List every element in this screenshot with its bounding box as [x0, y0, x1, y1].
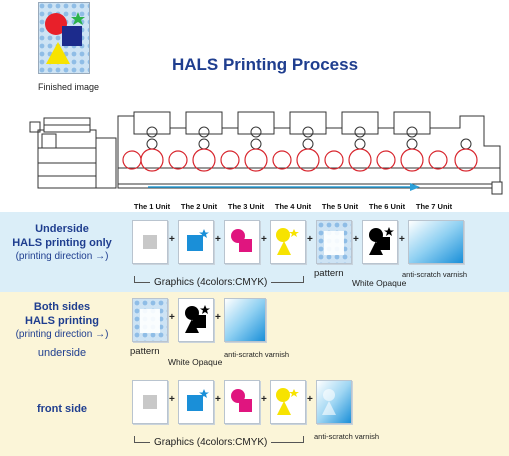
row1-white-label: White Opaque: [352, 278, 407, 288]
card-black: [362, 220, 398, 264]
row3-graphics-label: Graphics (4colors:CMYK): [150, 437, 272, 448]
unit-label-7: The 7 Unit: [415, 202, 453, 211]
plus-icon: +: [399, 234, 405, 245]
row1-label: Underside HALS printing only (printing d…: [0, 222, 124, 264]
unit-label-2: The 2 Unit: [180, 202, 218, 211]
unit-label-3: The 3 Unit: [227, 202, 265, 211]
row1-varnish-label: anti-scratch varnish: [402, 270, 468, 279]
card-black: [178, 298, 214, 342]
card-pattern: [132, 298, 168, 342]
card-pattern: [316, 220, 352, 264]
card-magenta: [224, 380, 260, 424]
row1-graphics-label: Graphics (4colors:CMYK): [150, 277, 272, 288]
unit-label-4: The 4 Unit: [274, 202, 312, 211]
row2-label-line1: Both sides: [33, 301, 91, 313]
printing-press-diagram: [0, 108, 509, 200]
card-yellow: [270, 380, 306, 424]
row2-white-label: White Opaque: [168, 357, 223, 367]
page-title: HALS Printing Process: [171, 55, 359, 74]
card-varnish-graphic: [316, 380, 352, 424]
plus-icon: +: [169, 394, 175, 405]
unit-label-6: The 6 Unit: [368, 202, 406, 211]
row2-label-line2: HALS printing: [25, 315, 99, 327]
plus-icon: +: [215, 312, 221, 323]
row2-label-line4: underside: [37, 347, 87, 359]
plus-icon: +: [169, 234, 175, 245]
card-magenta: [224, 220, 260, 264]
card-cyan: [178, 380, 214, 424]
row1-label-line2: HALS printing only: [12, 237, 112, 249]
card-cyan: [178, 220, 214, 264]
card-gray-square: [132, 220, 168, 264]
card-yellow: [270, 220, 306, 264]
row2-label: Both sides HALS printing (printing direc…: [0, 300, 124, 360]
row3-varnish-label: anti-scratch varnish: [314, 432, 380, 441]
plus-icon: +: [353, 234, 359, 245]
row3-label: front side: [36, 403, 88, 415]
unit-label-1: The 1 Unit: [133, 202, 171, 211]
plus-icon: +: [307, 234, 313, 245]
unit-label-5: The 5 Unit: [321, 202, 359, 211]
plus-icon: +: [261, 234, 267, 245]
card-varnish: [408, 220, 464, 264]
row2-label-line3: (printing direction →): [15, 329, 109, 340]
row2-varnish-label: anti-scratch varnish: [224, 350, 290, 359]
row1-pattern-label: pattern: [314, 268, 344, 279]
plus-icon: +: [215, 394, 221, 405]
plus-icon: +: [307, 394, 313, 405]
row1-label-line1: Underside: [35, 223, 89, 235]
plus-icon: +: [169, 312, 175, 323]
row1-label-line3: (printing direction →): [15, 251, 109, 262]
card-gray-square: [132, 380, 168, 424]
plus-icon: +: [215, 234, 221, 245]
row2-pattern-label: pattern: [130, 346, 160, 357]
finished-image-caption: Finished image: [38, 82, 100, 92]
card-varnish: [224, 298, 266, 342]
plus-icon: +: [261, 394, 267, 405]
finished-image-thumbnail: [38, 2, 90, 74]
